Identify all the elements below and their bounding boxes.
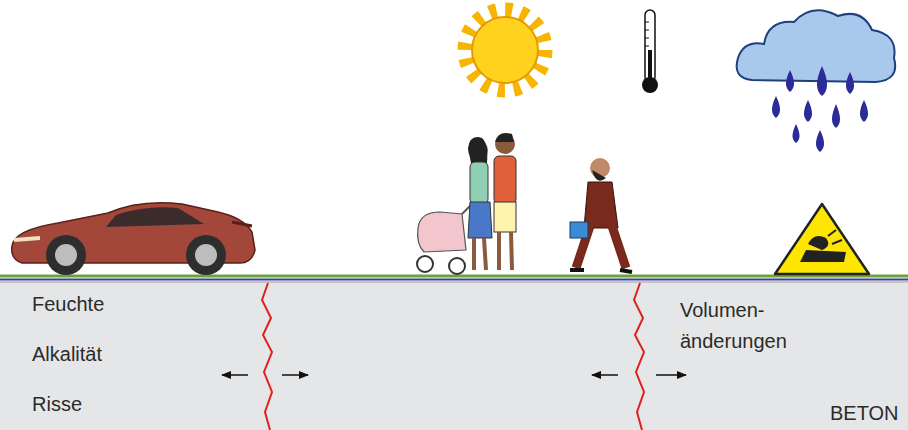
property-label: Alkalität [32,339,192,370]
man [494,133,516,270]
stroller [417,200,476,274]
rain-cloud [737,10,896,152]
sun [465,10,545,90]
property-label: Volumen- änderungen [680,295,830,357]
car [12,203,255,275]
warning-sign [775,204,869,274]
thermometer [642,10,658,93]
road-line [0,279,908,281]
material-label: BETON [830,398,906,429]
concrete-slab: FeuchteAlkalitätRisse Volumen- änderungen… [0,283,908,430]
walking-man [570,158,632,272]
woman [468,137,492,270]
property-label: Feuchte [32,289,192,320]
road-line [0,275,908,278]
property-label: Risse [32,389,192,420]
